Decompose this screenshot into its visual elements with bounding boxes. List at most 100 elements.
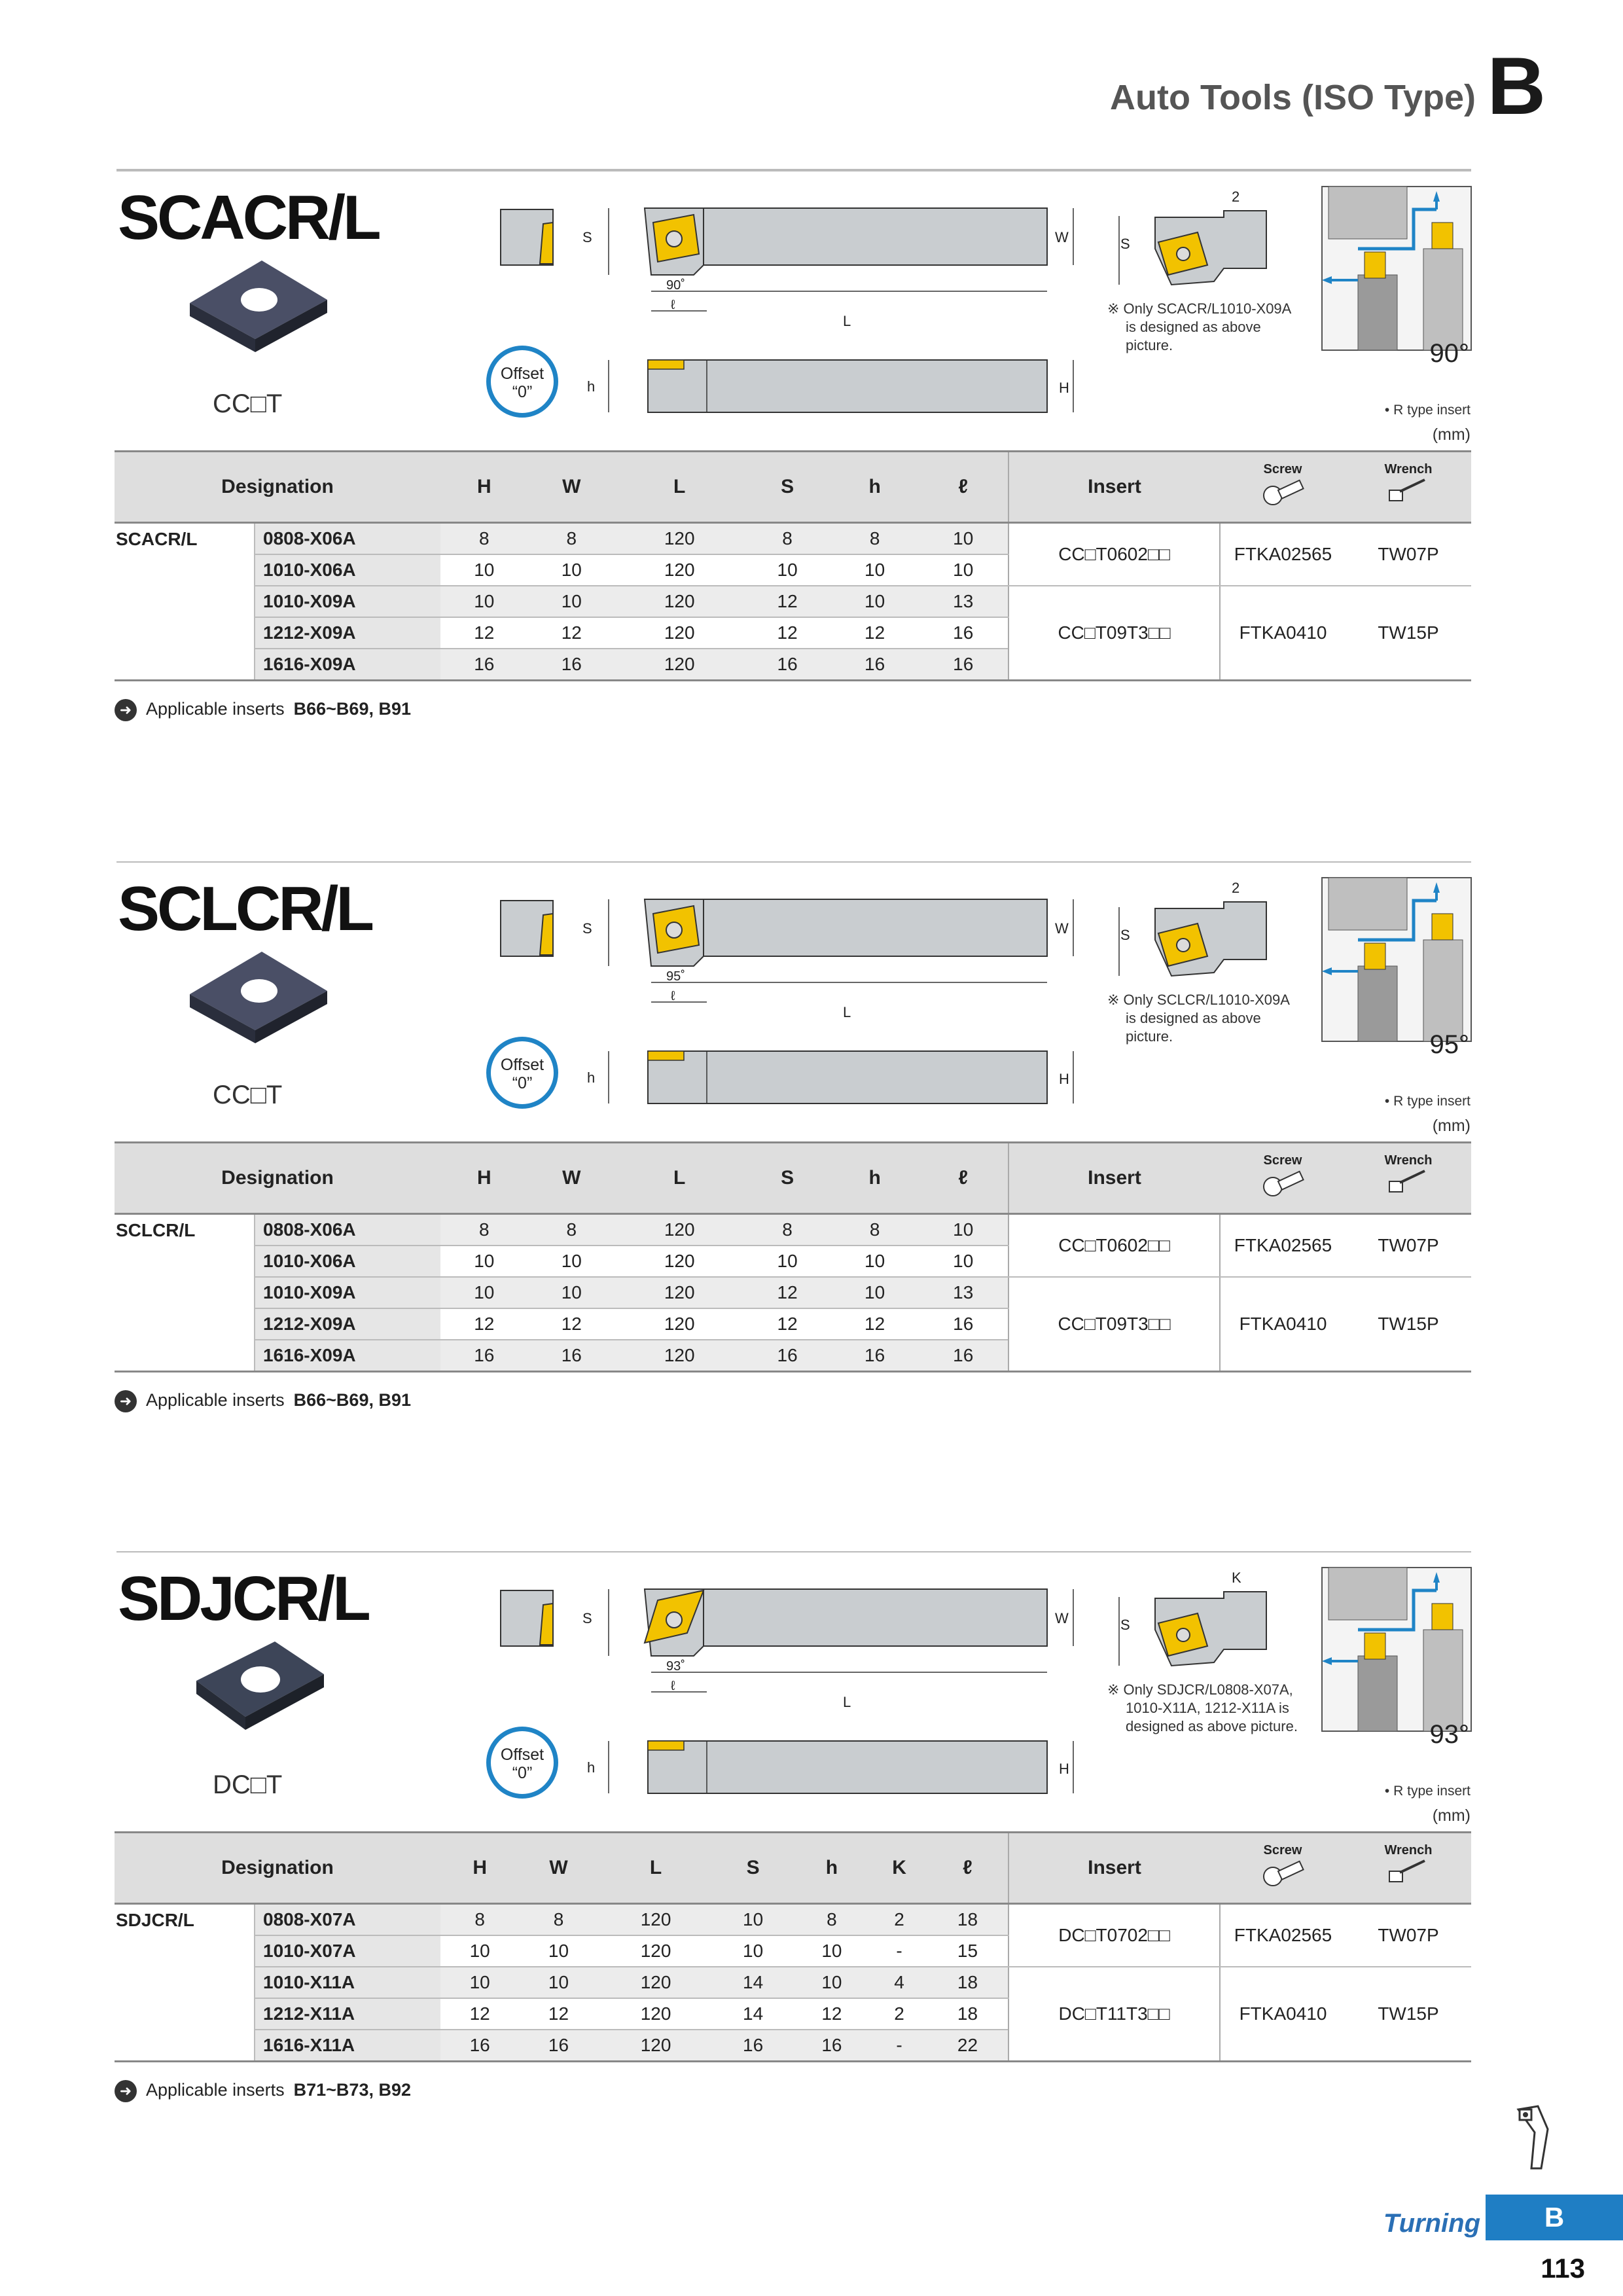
spec-cell: 16 bbox=[519, 2030, 598, 2062]
spec-cell: 8 bbox=[440, 1903, 520, 1936]
offset-label: Offset bbox=[500, 365, 544, 383]
r-type-note: • R type insert bbox=[1384, 1094, 1471, 1109]
spec-cell: 120 bbox=[615, 522, 744, 555]
spec-cell: 10 bbox=[830, 1246, 919, 1278]
screw-cell: FTKA0410 bbox=[1219, 1277, 1346, 1372]
designation-cell: 1010-X07A bbox=[254, 1935, 440, 1967]
applicable-label: Applicable inserts bbox=[146, 2080, 285, 2100]
dim-w-label: W bbox=[1055, 229, 1069, 245]
spec-cell: 10 bbox=[743, 1246, 831, 1278]
spec-cell: 120 bbox=[597, 2030, 714, 2062]
spec-cell: 14 bbox=[713, 1967, 793, 1999]
screw-icon bbox=[1260, 1170, 1306, 1203]
insert-type-label: DC□T bbox=[213, 1770, 283, 1799]
col-header: S bbox=[743, 1141, 831, 1215]
dim-angle-label: 90˚ bbox=[666, 278, 685, 293]
dim-s2-label: S bbox=[1120, 927, 1130, 943]
spec-cell: 10 bbox=[519, 1935, 598, 1967]
spec-cell: 120 bbox=[615, 649, 744, 681]
arrow-right-icon: ➜ bbox=[115, 1390, 137, 1412]
spec-cell: 15 bbox=[927, 1935, 1008, 1967]
col-header: H bbox=[440, 1141, 528, 1215]
spec-cell: 120 bbox=[615, 617, 744, 649]
designation-cell: 1010-X06A bbox=[254, 1246, 440, 1278]
spec-cell: 12 bbox=[440, 617, 528, 649]
page-number: 113 bbox=[1541, 2253, 1585, 2284]
insert-cell: CC□T0602□□ bbox=[1008, 522, 1220, 586]
screw-cell: FTKA02565 bbox=[1219, 1903, 1346, 1967]
note-line: 1010-X11A, 1212-X11A is bbox=[1126, 1700, 1289, 1716]
spec-cell: 18 bbox=[927, 1967, 1008, 1999]
designation-cell: 0808-X07A bbox=[254, 1903, 440, 1936]
spec-cell: 120 bbox=[615, 1246, 744, 1278]
dim-s-label: S bbox=[582, 920, 592, 937]
footer-category: Turning bbox=[1383, 2209, 1480, 2238]
spec-cell: 16 bbox=[918, 617, 1008, 649]
dim-h-label: H bbox=[1059, 1071, 1069, 1087]
offset-badge: Offset “0” bbox=[486, 346, 558, 418]
header-rule bbox=[116, 169, 1471, 170]
col-header-screw: Screw bbox=[1220, 1831, 1346, 1905]
spec-cell: 120 bbox=[615, 1340, 744, 1372]
approach-angle: 95° bbox=[1429, 1030, 1470, 1059]
spec-cell: - bbox=[871, 1935, 928, 1967]
spec-cell: 12 bbox=[830, 617, 919, 649]
spec-cell: 16 bbox=[918, 649, 1008, 681]
spec-cell: 2 bbox=[871, 1903, 928, 1936]
col-header-screw: Screw bbox=[1220, 450, 1346, 524]
offset-label: Offset bbox=[500, 1746, 544, 1764]
insert-cell: CC□T09T3□□ bbox=[1008, 1277, 1220, 1372]
dim-l-small-label: ℓ bbox=[671, 1679, 675, 1693]
spec-cell: 10 bbox=[918, 1213, 1008, 1246]
spec-cell: 12 bbox=[527, 1308, 616, 1340]
spec-cell: 8 bbox=[527, 1213, 616, 1246]
col-header: Insert bbox=[1008, 1831, 1220, 1905]
model-name: SCACR/L bbox=[116, 528, 198, 549]
designation-cell: 1212-X09A bbox=[254, 1308, 440, 1340]
turning-tool-icon bbox=[1512, 2103, 1558, 2175]
spec-cell: 18 bbox=[927, 1998, 1008, 2030]
model-name bbox=[115, 1277, 255, 1308]
spec-cell: 16 bbox=[792, 2030, 872, 2062]
designation-cell: 1010-X09A bbox=[254, 1277, 440, 1309]
designation-cell: 1010-X06A bbox=[254, 554, 440, 586]
spec-cell: 16 bbox=[527, 649, 616, 681]
spec-cell: 12 bbox=[830, 1308, 919, 1340]
insert-cell: CC□T0602□□ bbox=[1008, 1213, 1220, 1278]
product-title: SCLCR/L bbox=[118, 874, 374, 944]
spec-cell: 12 bbox=[440, 1998, 520, 2030]
spec-cell: 16 bbox=[830, 649, 919, 681]
spec-cell: 8 bbox=[792, 1903, 872, 1936]
applicable-label: Applicable inserts bbox=[146, 699, 285, 719]
arrow-right-icon: ➜ bbox=[115, 2080, 137, 2102]
dim-s-label: S bbox=[582, 1610, 592, 1626]
dim-l-small-label: ℓ bbox=[671, 989, 675, 1003]
designation-cell: 1010-X09A bbox=[254, 586, 440, 618]
offset-label: Offset bbox=[500, 1056, 544, 1074]
approach-angle: 93° bbox=[1429, 1720, 1470, 1749]
col-header: L bbox=[597, 1831, 714, 1905]
spec-cell: 16 bbox=[713, 2030, 793, 2062]
offset-value: “0” bbox=[512, 1764, 533, 1782]
applicable-pages: B66~B69, B91 bbox=[293, 1390, 411, 1410]
model-name: SDJCR/L bbox=[116, 1909, 194, 1930]
note-line: ※ Only SCACR/L1010-X09A bbox=[1107, 300, 1292, 317]
model-name bbox=[115, 649, 255, 681]
spec-cell: 10 bbox=[830, 554, 919, 586]
spec-cell: 13 bbox=[918, 586, 1008, 618]
col-header: ℓ bbox=[927, 1831, 1008, 1905]
col-header-wrench: Wrench bbox=[1346, 1831, 1471, 1905]
